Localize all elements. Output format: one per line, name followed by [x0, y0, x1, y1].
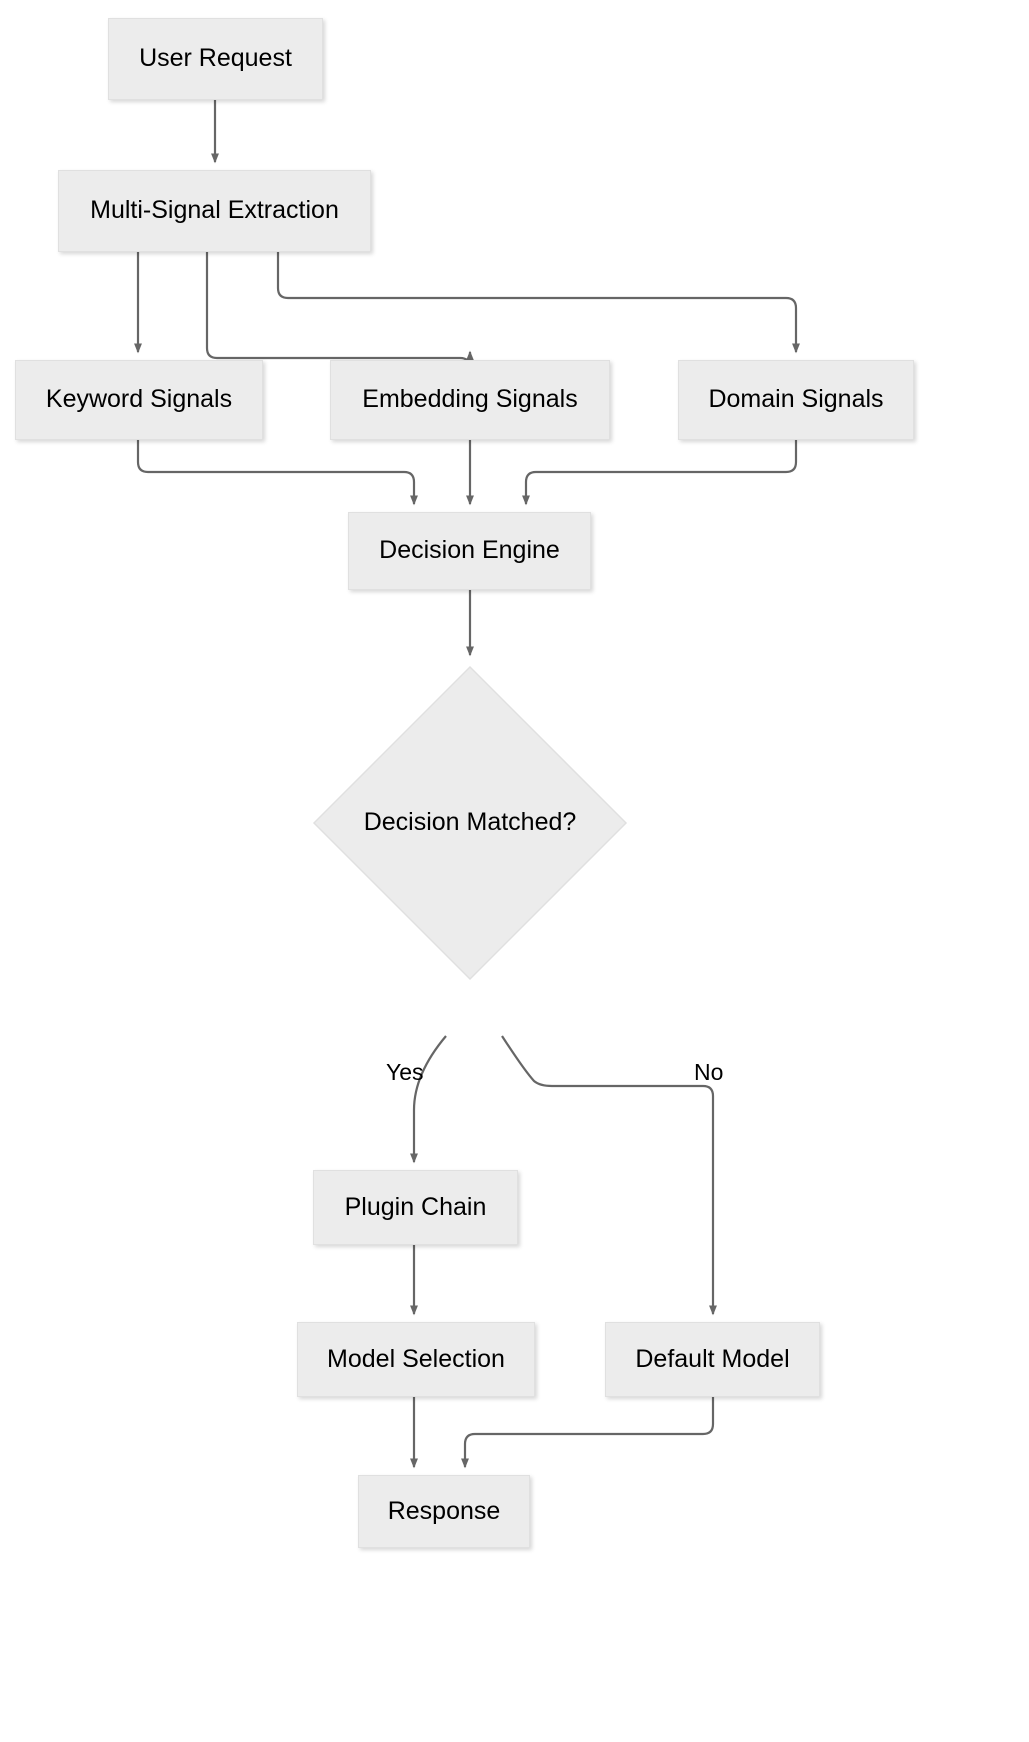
node-label: Embedding Signals — [362, 385, 578, 414]
node-plugin-chain[interactable]: Plugin Chain — [313, 1170, 518, 1245]
edge-multi-signal-to-embedding-signals — [205, 252, 474, 369]
node-label: User Request — [139, 44, 292, 73]
node-label: Response — [387, 1496, 501, 1525]
edge-label-yes: Yes — [386, 1059, 424, 1085]
edge-keyword-signals-to-decision-engine — [136, 440, 418, 506]
node-decision-engine[interactable]: Decision Engine — [348, 512, 591, 590]
node-label: Decision Matched? — [363, 808, 577, 837]
node-model-selection[interactable]: Model Selection — [297, 1322, 535, 1397]
node-response[interactable]: Response — [358, 1475, 530, 1548]
node-label: Default Model — [635, 1344, 790, 1373]
node-label: Plugin Chain — [344, 1192, 487, 1221]
node-default-model[interactable]: Default Model — [605, 1322, 820, 1397]
node-label: Domain Signals — [708, 385, 884, 414]
edge-label-no: No — [694, 1059, 724, 1085]
node-label: Decision Engine — [379, 536, 560, 565]
edge-default-model-to-response — [461, 1397, 715, 1469]
node-label: Keyword Signals — [45, 385, 233, 414]
node-label: Model Selection — [327, 1344, 505, 1373]
node-label: Multi-Signal Extraction — [90, 196, 339, 225]
node-embedding-signals[interactable]: Embedding Signals — [330, 360, 610, 440]
node-decision-matched[interactable]: Decision Matched? — [310, 663, 630, 983]
node-user-request[interactable]: User Request — [108, 18, 323, 100]
edge-multi-signal-to-domain-signals — [276, 252, 800, 354]
node-domain-signals[interactable]: Domain Signals — [678, 360, 914, 440]
edge-decision-matched-to-plugin-chain — [410, 1035, 447, 1164]
node-keyword-signals[interactable]: Keyword Signals — [15, 360, 263, 440]
edge-domain-signals-to-decision-engine — [522, 440, 798, 506]
diamond-shape-icon — [312, 665, 628, 981]
edge-decision-matched-to-default-model — [501, 1035, 717, 1316]
node-multi-signal-extraction[interactable]: Multi-Signal Extraction — [58, 170, 371, 252]
